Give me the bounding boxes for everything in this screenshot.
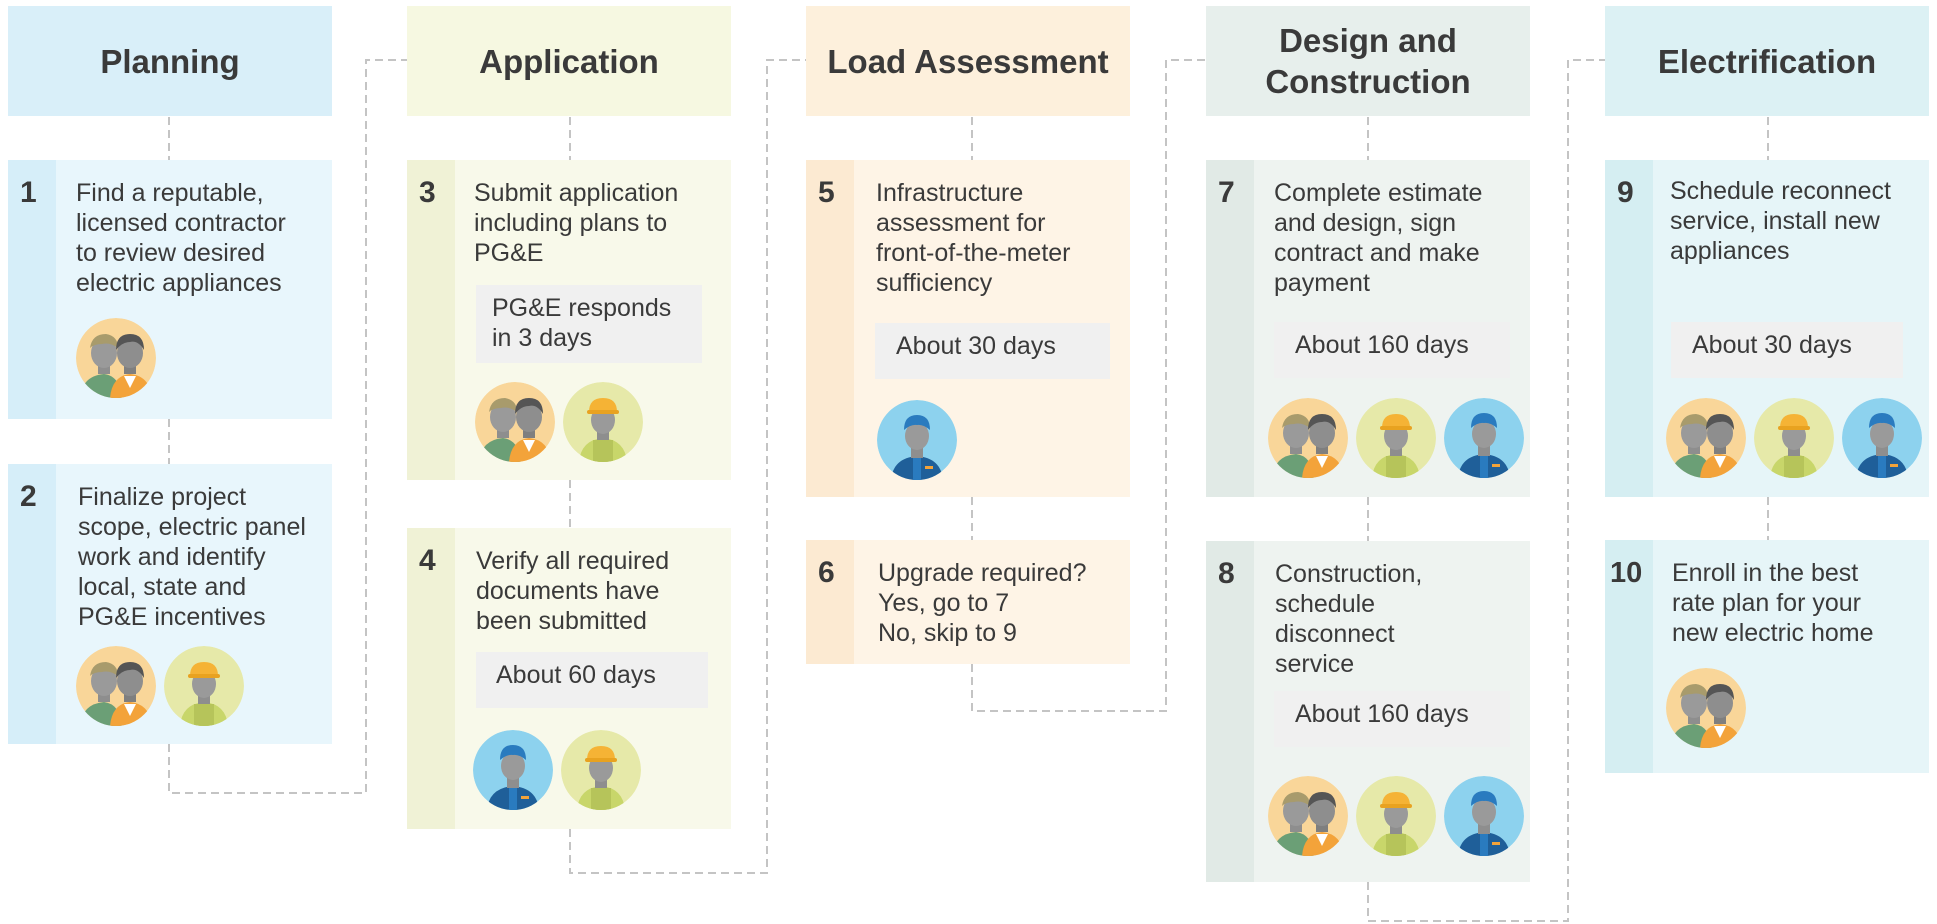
step-description: Schedule reconnect service, install new … xyxy=(1670,177,1891,265)
step-description: Upgrade required? Yes, go to 7 No, skip … xyxy=(878,559,1087,647)
step-people xyxy=(877,400,957,480)
step-duration: About 30 days xyxy=(1671,322,1903,378)
step-strip xyxy=(8,160,56,419)
step-description: Finalize project scope, electric panel w… xyxy=(78,483,306,631)
step-card-2: 2 Finalize project scope, electric panel… xyxy=(8,464,332,744)
step-card-4: 4 Verify all required documents have bee… xyxy=(407,528,731,829)
phase-planning: Planning 1 Find a reputable, licensed co… xyxy=(8,0,332,924)
step-number: 9 xyxy=(1617,176,1634,209)
contractor-hardhat-icon xyxy=(561,730,641,810)
step-number: 2 xyxy=(20,480,37,513)
step-duration: About 160 days xyxy=(1274,691,1510,747)
utility-worker-icon xyxy=(1444,776,1524,856)
utility-worker-icon xyxy=(473,730,553,810)
step-people xyxy=(473,730,641,810)
step-duration: About 30 days xyxy=(875,323,1110,379)
utility-worker-icon xyxy=(1444,398,1524,478)
step-card-1: 1 Find a reputable, licensed contractor … xyxy=(8,160,332,419)
step-strip xyxy=(8,464,56,744)
step-strip xyxy=(806,540,854,664)
step-card-3: 3 Submit application including plans to … xyxy=(407,160,731,480)
step-number: 1 xyxy=(20,176,37,209)
step-strip xyxy=(1605,540,1653,773)
couple-icon xyxy=(1666,398,1746,478)
step-duration: About 60 days xyxy=(476,652,708,708)
couple-icon xyxy=(76,318,156,398)
step-strip xyxy=(806,160,854,497)
step-people xyxy=(1268,776,1524,856)
step-card-9: 9 Schedule reconnect service, install ne… xyxy=(1605,160,1929,497)
step-description: Submit application including plans to PG… xyxy=(474,179,679,267)
phase-electrification: Electrification 9 Schedule reconnect ser… xyxy=(1605,0,1929,924)
step-number: 4 xyxy=(419,544,436,577)
step-number: 8 xyxy=(1218,557,1235,590)
step-description: Construction, schedule disconnect servic… xyxy=(1275,560,1423,678)
utility-worker-icon xyxy=(1842,398,1922,478)
step-strip xyxy=(407,528,455,829)
phase-load-assessment: Load Assessment 5 Infrastructure assessm… xyxy=(806,0,1130,924)
contractor-hardhat-icon xyxy=(1356,776,1436,856)
step-description: Verify all required documents have been … xyxy=(476,547,670,635)
phase-title: Application xyxy=(407,6,731,116)
couple-icon xyxy=(76,646,156,726)
step-number: 5 xyxy=(818,176,835,209)
step-strip xyxy=(1206,160,1254,497)
utility-worker-icon xyxy=(877,400,957,480)
step-card-5: 5 Infrastructure assessment for front-of… xyxy=(806,160,1130,497)
step-people xyxy=(475,382,643,462)
step-people xyxy=(1666,668,1746,748)
step-card-8: 8 Construction, schedule disconnect serv… xyxy=(1206,541,1530,882)
phase-application: Application 3 Submit application includi… xyxy=(407,0,731,924)
step-number: 7 xyxy=(1218,176,1235,209)
couple-icon xyxy=(1268,398,1348,478)
phase-title: Load Assessment xyxy=(806,6,1130,116)
step-strip xyxy=(1206,541,1254,882)
phase-title: Electrification xyxy=(1605,6,1929,116)
step-card-7: 7 Complete estimate and design, sign con… xyxy=(1206,160,1530,497)
step-duration: About 160 days xyxy=(1274,322,1510,378)
couple-icon xyxy=(1666,668,1746,748)
contractor-hardhat-icon xyxy=(1754,398,1834,478)
step-number: 6 xyxy=(818,556,835,589)
step-card-6: 6 Upgrade required? Yes, go to 7 No, ski… xyxy=(806,540,1130,664)
step-description: Find a reputable, licensed contractor to… xyxy=(76,179,286,297)
couple-icon xyxy=(1268,776,1348,856)
step-strip xyxy=(407,160,455,480)
step-people xyxy=(76,318,156,398)
couple-icon xyxy=(475,382,555,462)
contractor-hardhat-icon xyxy=(164,646,244,726)
step-people xyxy=(1268,398,1524,478)
contractor-hardhat-icon xyxy=(1356,398,1436,478)
step-strip xyxy=(1605,160,1653,497)
phase-design-construction: Design and Construction 7 Complete estim… xyxy=(1206,0,1530,924)
contractor-hardhat-icon xyxy=(563,382,643,462)
step-description: Enroll in the best rate plan for your ne… xyxy=(1672,559,1874,647)
phase-title: Design and Construction xyxy=(1206,6,1530,116)
step-number: 10 xyxy=(1610,557,1643,589)
step-description: Complete estimate and design, sign contr… xyxy=(1274,179,1483,297)
phase-title: Planning xyxy=(8,6,332,116)
step-duration: PG&E responds in 3 days xyxy=(476,285,702,363)
step-description: Infrastructure assessment for front-of-t… xyxy=(876,179,1071,297)
step-number: 3 xyxy=(419,176,436,209)
step-people xyxy=(76,646,244,726)
step-people xyxy=(1666,398,1922,478)
step-card-10: 10 Enroll in the best rate plan for your… xyxy=(1605,540,1929,773)
